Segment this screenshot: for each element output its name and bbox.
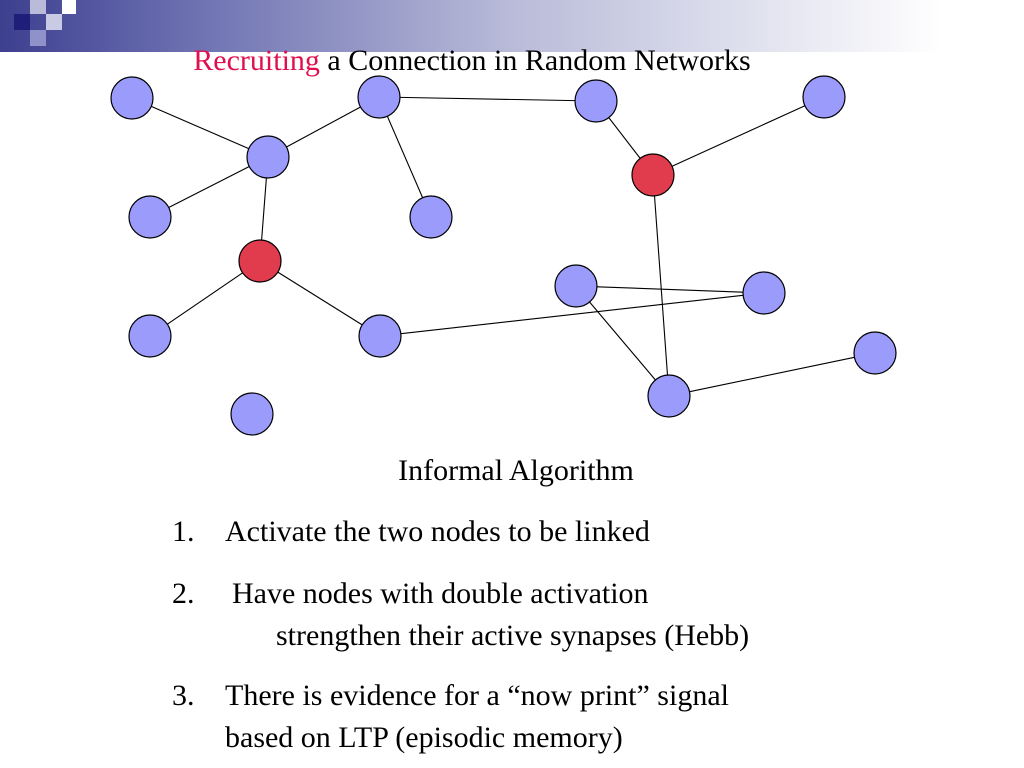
- network-edge: [261, 177, 267, 241]
- network-diagram: [110, 75, 897, 436]
- network-edge: [596, 286, 744, 293]
- network-edge: [608, 117, 641, 159]
- network-node: [574, 79, 618, 123]
- network-node: [358, 314, 402, 358]
- algorithm-heading: Informal Algorithm: [398, 454, 634, 487]
- network-node: [647, 374, 691, 418]
- network-edge: [400, 294, 744, 335]
- network-node: [128, 195, 172, 239]
- network-node: [853, 331, 897, 375]
- network-node: [554, 264, 598, 308]
- algorithm-step-1: 1. Activate the two nodes to be linked: [172, 510, 772, 554]
- network-edge: [671, 105, 806, 167]
- network-edge: [689, 356, 855, 393]
- algorithm-step-2: 2. Have nodes with double activation str…: [172, 572, 832, 660]
- step-number: 3.: [172, 679, 195, 712]
- active-node: [631, 153, 675, 197]
- step-number: 2.: [172, 577, 195, 610]
- network-edge: [277, 271, 363, 326]
- algorithm-step-3: 3. There is evidence for a “now print” s…: [172, 674, 832, 762]
- decor-square-mid: [30, 30, 46, 46]
- decor-square-pale: [46, 14, 62, 30]
- step-text-line: Have nodes with double activation: [232, 577, 649, 610]
- step-text-line: Activate the two nodes to be linked: [225, 515, 650, 548]
- network-node: [357, 75, 401, 119]
- network-edge: [151, 105, 249, 150]
- network-edge: [399, 96, 576, 102]
- slide-title-rest: a Connection in Random Networks: [327, 44, 751, 77]
- network-node: [230, 392, 274, 436]
- network-node: [246, 135, 290, 179]
- step-text-line: There is evidence for a “now print” sign…: [225, 679, 729, 712]
- network-node: [409, 195, 453, 239]
- title-bar-gradient: [0, 0, 1024, 52]
- step-number: 1.: [172, 515, 195, 548]
- network-edge: [168, 166, 250, 208]
- network-edge: [286, 106, 361, 148]
- decor-square-white: [62, 0, 76, 14]
- network-edge: [589, 301, 656, 381]
- slide-title: Recruiting a Connection in Random Networ…: [0, 42, 944, 80]
- network-edge: [653, 195, 669, 376]
- network-node: [742, 271, 786, 315]
- network-edge: [167, 272, 243, 325]
- network-edge: [386, 116, 424, 198]
- decor-square-light: [30, 0, 46, 14]
- step-text-line: based on LTP (episodic memory): [225, 721, 623, 754]
- step-text-line: strengthen their active synapses (Hebb): [276, 619, 750, 652]
- active-node: [238, 239, 282, 283]
- network-node: [802, 75, 846, 119]
- decor-square-dark: [14, 14, 30, 30]
- slide-title-accent: Recruiting: [193, 44, 320, 77]
- network-node: [128, 314, 172, 358]
- network-node: [110, 76, 154, 120]
